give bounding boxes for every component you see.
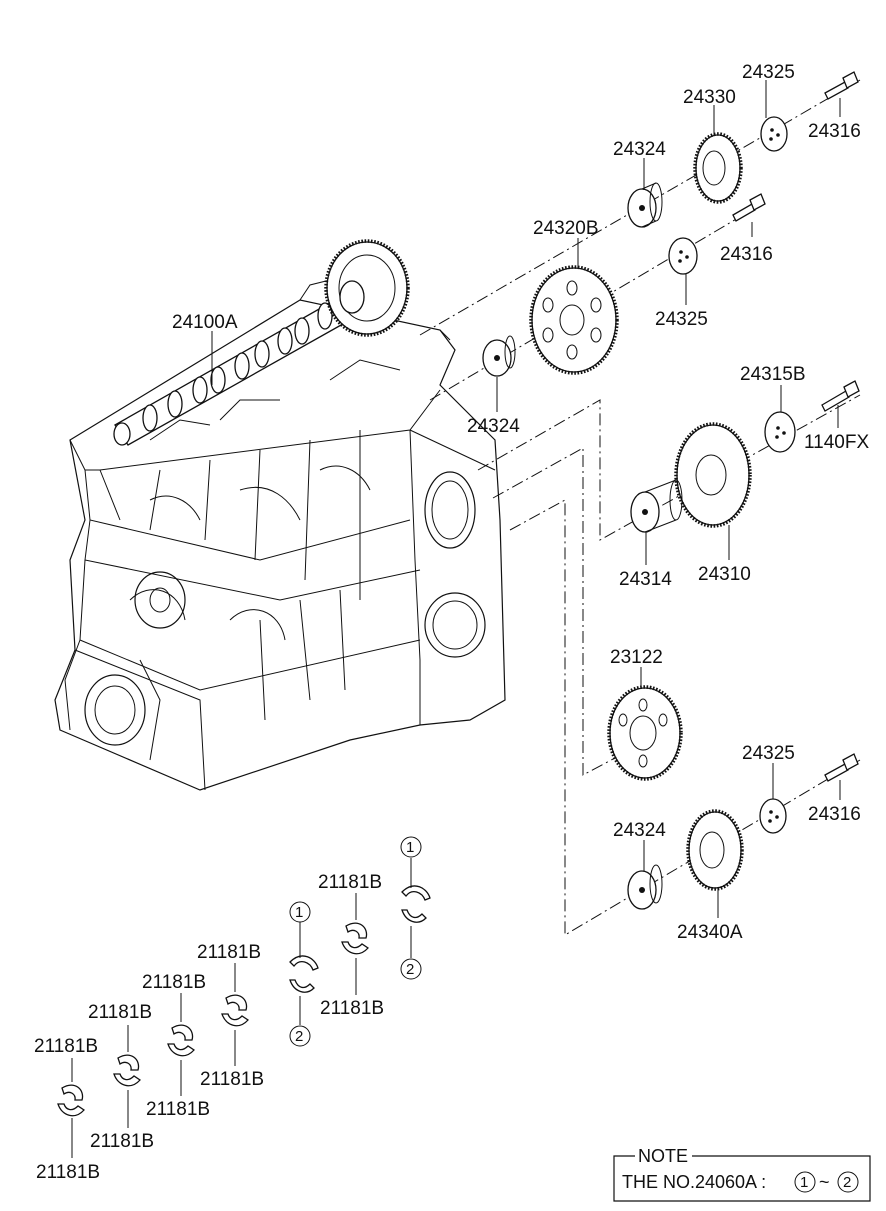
gear-24310: [674, 422, 752, 528]
bolt-24316-low: [824, 753, 859, 782]
part-labels: 24325 24330 24316 24324 24320B 24316 243…: [34, 62, 869, 1183]
circled-markers: 1 2 1 2: [289, 836, 422, 1047]
plate-24325-mid: [668, 237, 698, 275]
gear-24320B: [529, 265, 619, 375]
thrust-washers: [289, 885, 431, 993]
bearing-shells: [57, 922, 369, 1117]
note-box: NOTE THE NO.24060A : 1 ~ 2: [613, 1146, 871, 1202]
plate-24325-low: [759, 798, 787, 834]
label-21181B-7: 21181B: [200, 1069, 264, 1090]
label-24325-top: 24325: [742, 62, 795, 83]
label-24100A: 24100A: [172, 312, 238, 333]
note-text: THE NO.24060A :: [622, 1172, 766, 1192]
gear-24330: [693, 132, 743, 204]
label-21181B-5: 21181B: [34, 1036, 98, 1057]
label-21181B-8: 21181B: [146, 1099, 210, 1120]
leader-lines: [71, 80, 841, 1158]
marker-2-a: 2: [295, 1028, 303, 1045]
label-21181B-3: 21181B: [142, 972, 206, 993]
label-21181B-2: 21181B: [197, 942, 261, 963]
label-21181B-9: 21181B: [90, 1131, 154, 1152]
label-23122: 23122: [610, 647, 663, 668]
bolt-24316-mid: [732, 193, 766, 222]
label-24315B: 24315B: [740, 364, 806, 385]
label-21181B-6: 21181B: [320, 998, 384, 1019]
label-24310: 24310: [698, 564, 751, 585]
bolt-1140FX: [821, 380, 860, 412]
label-21181B-4: 21181B: [88, 1002, 152, 1023]
label-24324-top: 24324: [613, 139, 666, 160]
engine-block: [54, 279, 506, 791]
label-21181B-10: 21181B: [36, 1162, 100, 1183]
bolt-24316-top: [824, 71, 859, 100]
label-21181B-1: 21181B: [318, 872, 382, 893]
label-24324-mid: 24324: [467, 416, 520, 437]
plate-24325-top: [760, 116, 788, 152]
label-24325-low: 24325: [742, 743, 795, 764]
plate-24315B: [764, 411, 796, 453]
note-tilde: ~: [819, 1172, 830, 1192]
marker-1-a: 1: [295, 904, 303, 921]
label-24340A: 24340A: [677, 922, 743, 943]
label-24316-mid: 24316: [720, 244, 773, 265]
label-24325-mid: 24325: [655, 309, 708, 330]
hub-24314: [630, 479, 683, 533]
label-24316-top: 24316: [808, 121, 861, 142]
gear-23122: [607, 685, 683, 781]
camshaft: [113, 239, 410, 446]
note-marker-from: 1: [800, 1174, 808, 1191]
label-24330: 24330: [683, 87, 736, 108]
label-1140FX: 1140FX: [804, 432, 869, 453]
note-title: NOTE: [638, 1146, 688, 1166]
note-marker-to: 2: [843, 1174, 851, 1191]
hub-24324-low: [627, 864, 663, 910]
label-24314: 24314: [619, 569, 672, 590]
marker-2-b: 2: [406, 961, 414, 978]
label-24316-low: 24316: [808, 804, 861, 825]
label-24320B: 24320B: [533, 218, 599, 239]
hub-24324-top: [627, 182, 663, 228]
marker-1-b: 1: [406, 839, 414, 856]
label-24324-low: 24324: [613, 820, 666, 841]
gear-24340A: [686, 809, 744, 891]
hub-24324-mid: [482, 335, 516, 377]
